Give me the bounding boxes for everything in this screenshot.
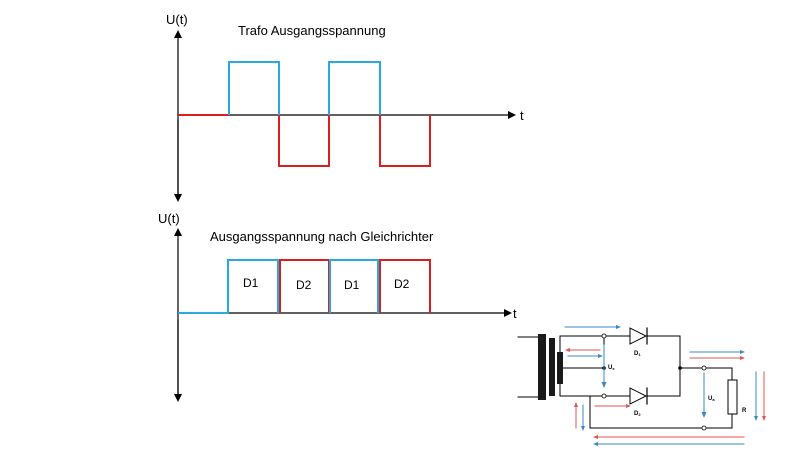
transformer-secondary-coil xyxy=(557,352,563,384)
top-x-label: t xyxy=(520,108,524,123)
rectifier-circuit: D1 D2 R Ue Ua xyxy=(517,325,766,446)
bottom-segment-label-1: D1 xyxy=(243,276,259,290)
bottom-title: Ausgangsspannung nach Gleichrichter xyxy=(210,229,434,244)
transformer-core xyxy=(549,338,555,396)
top-waveform-blue-pulse-1 xyxy=(228,61,280,115)
wire-top-loop xyxy=(559,335,605,353)
terminal-out-bottom xyxy=(701,425,707,431)
bottom-x-label: t xyxy=(513,306,517,321)
diode-d1-label: D1 xyxy=(634,351,641,357)
top-y-label: U(t) xyxy=(166,12,188,27)
top-waveform-red-pulse-2 xyxy=(379,115,431,167)
wire-to-resistor xyxy=(679,367,733,381)
ue-label: Ue xyxy=(608,365,615,371)
bottom-segment-d1-b xyxy=(329,259,379,313)
resistor xyxy=(727,379,738,415)
terminal-out-top xyxy=(701,365,707,371)
diode-d1 xyxy=(629,327,648,345)
terminal-ue-bottom xyxy=(601,393,607,399)
node-output xyxy=(678,366,682,370)
ua-label: Ua xyxy=(708,396,715,402)
bottom-plot: U(t) t Ausgangsspannung nach Gleichricht… xyxy=(158,211,517,402)
top-waveform-red-pulse-1 xyxy=(278,115,330,167)
bottom-segment-d1-a xyxy=(227,259,279,313)
top-title: Trafo Ausgangsspannung xyxy=(238,23,386,38)
bottom-y-label: U(t) xyxy=(158,211,180,226)
bottom-segment-label-3: D1 xyxy=(344,278,360,292)
bottom-segment-d2-b xyxy=(379,259,431,313)
top-plot: U(t) t Trafo Ausgangsspannung xyxy=(166,12,524,202)
wire-resistor-return xyxy=(703,413,733,429)
terminal-ue-top xyxy=(601,333,607,339)
current-flow-arrows xyxy=(564,325,766,446)
bottom-segment-label-2: D2 xyxy=(296,278,312,292)
resistor-label: R xyxy=(742,408,747,414)
diode-d2 xyxy=(629,387,648,405)
transformer-primary-coil xyxy=(538,334,546,400)
bottom-segment-label-4: D2 xyxy=(394,277,410,291)
diode-d2-label: D2 xyxy=(634,411,641,417)
top-waveform-blue-pulse-2 xyxy=(328,61,381,115)
